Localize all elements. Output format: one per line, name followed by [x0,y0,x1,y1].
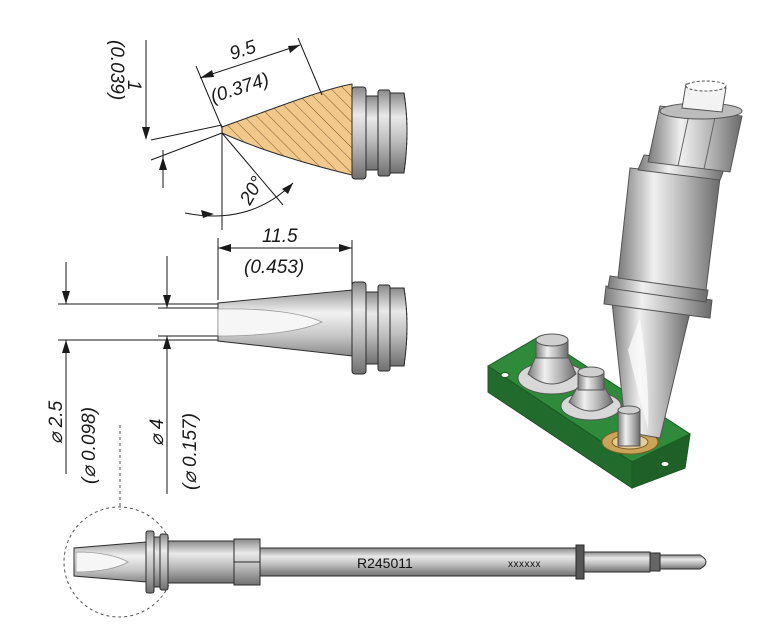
outer-dia-in: (⌀ 0.157) [180,413,201,490]
top-width-in: (0.039) [106,40,127,100]
batch-code: xxxxxx [508,559,541,570]
cartridge: R245011 xxxxxx [63,425,707,618]
side-length-mm: 11.5 [262,226,298,247]
part-number: R245011 [357,555,413,571]
pcb-illustration [487,80,743,489]
inner-dia-mm: ⌀ 2.5 [46,400,67,444]
top-length-in: (0.374) [208,69,272,108]
inner-dia-in: (⌀ 0.098) [79,407,100,484]
outer-dia-mm: ⌀ 4 [147,419,168,446]
tip-collar [351,86,367,180]
top-width-mm: 1 [123,80,144,91]
top-view: 9.5 (0.374) (0.039) 1 20° [106,36,408,230]
side-view: 11.5 (0.453) ⌀ 2.5 (⌀ 0.098) ⌀ 4 (⌀ 0.15… [46,226,408,494]
side-length-in: (0.453) [244,257,304,278]
